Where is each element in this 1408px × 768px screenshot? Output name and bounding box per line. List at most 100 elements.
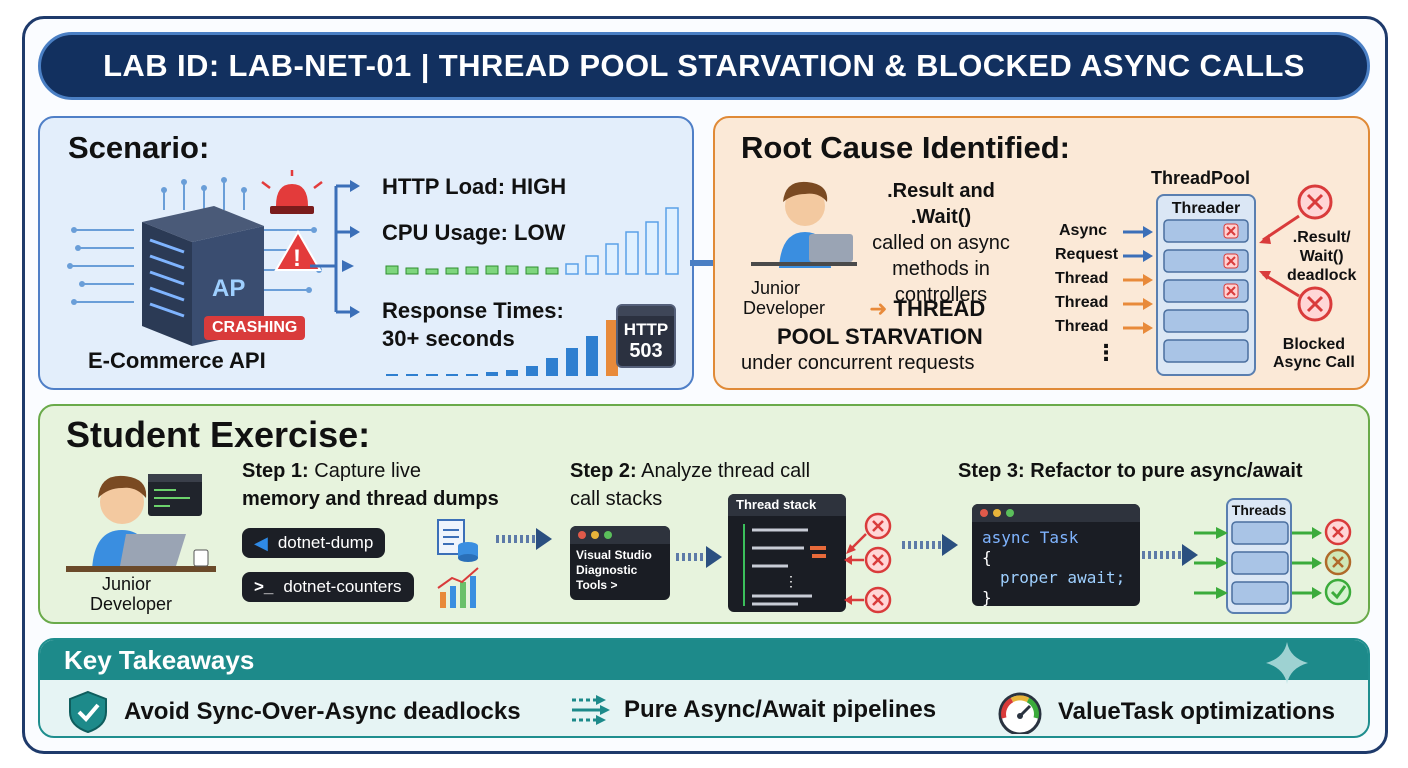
- step1-line2: memory and thread dumps: [242, 488, 499, 510]
- warning-triangle-icon: !: [274, 230, 322, 272]
- takeaways-heading: Key Takeaways: [40, 640, 1368, 680]
- takeaway-text-1: Avoid Sync-Over-Async deadlocks: [124, 698, 521, 725]
- svg-text:⋮: ⋮: [784, 573, 798, 589]
- thread-ok-icon: [1324, 578, 1352, 606]
- lab-title-bar: LAB ID: LAB-NET-01 | THREAD POOL STARVAT…: [38, 32, 1370, 100]
- threadpool-slots: [1163, 219, 1249, 363]
- student-developer-icon: [66, 474, 216, 572]
- desc-line-1: .Result and .Wait(): [887, 180, 995, 228]
- api-label: AP: [212, 275, 245, 302]
- desc-line-2: called on async: [872, 232, 1010, 254]
- dotnet-dump-button[interactable]: ◀ dotnet-dump: [242, 528, 386, 558]
- pipeline-arrows-icon: [572, 695, 610, 725]
- orange-arrow-icon: ➜: [869, 296, 894, 321]
- deadlock-x-circle-icon: [1297, 184, 1333, 220]
- thread-warn-icon: [1324, 548, 1352, 576]
- deadlock-line-3: deadlock: [1287, 267, 1357, 284]
- takeaways-body: Avoid Sync-Over-Async deadlocks Pure Asy…: [40, 680, 1368, 736]
- stack-block-indicators: [844, 512, 892, 614]
- sparkle-icon: [1266, 642, 1308, 684]
- branch-connector: [310, 180, 360, 318]
- shield-check-icon: [69, 690, 107, 734]
- vs-line-2: Diagnostic: [576, 563, 638, 577]
- desc-line-4: controllers: [894, 284, 988, 306]
- code-line-2: {: [982, 548, 992, 567]
- takeaway-item-pipelines: Pure Async/Await pipelines: [570, 690, 936, 730]
- dump-files-icon: [437, 519, 479, 608]
- metric-response-value: 30+ seconds: [382, 326, 515, 351]
- left-label-thread-3: Thread: [1055, 318, 1109, 335]
- thread-stack-lines: ⋮: [743, 524, 826, 606]
- metric-response-times: Response Times:: [382, 298, 564, 323]
- step1-arrow-icon: [496, 528, 552, 550]
- dotnet-dump-label: dotnet-dump: [277, 533, 374, 552]
- left-label-thread-2: Thread: [1055, 294, 1109, 311]
- vscode-icon: ◀: [254, 532, 268, 553]
- siren-icon: [261, 170, 323, 214]
- step3-text: Refactor to pure async/await: [1030, 460, 1303, 482]
- takeaway-item-deadlocks: Avoid Sync-Over-Async deadlocks: [66, 690, 521, 734]
- pool-starvation-label: POOL STARVATION: [777, 324, 983, 349]
- takeaway-text-2: Pure Async/Await pipelines: [624, 696, 937, 723]
- vs-line-1: Visual Studio: [576, 548, 652, 562]
- root-cause-panel: Root Cause Identified: Junior Developer …: [713, 116, 1370, 390]
- visual-studio-window[interactable]: Visual Studio Diagnostic Tools >: [570, 526, 670, 600]
- left-label-request: Request: [1055, 246, 1119, 263]
- step2-line2: call stacks: [570, 488, 663, 510]
- thread-line: ➜ THREAD: [869, 296, 985, 322]
- code-line-4: }: [982, 588, 992, 606]
- blocked-x-circle-icon: [1297, 286, 1333, 322]
- circuit-lines-icon: [70, 180, 319, 303]
- deadlock-line-1: .Result/: [1292, 229, 1351, 246]
- root-cause-heading: Root Cause Identified:: [741, 130, 1070, 165]
- takeaway-item-valuetask: ValueTask optimizations: [996, 690, 1335, 734]
- dotnet-counters-button[interactable]: >_ dotnet-counters: [242, 572, 414, 602]
- api-caption: E-Commerce API: [88, 348, 266, 373]
- metric-http-load: HTTP Load: HIGH: [382, 174, 567, 199]
- terminal-prompt-icon: >_: [254, 577, 274, 596]
- step4-arrow-icon: [1142, 544, 1198, 566]
- thread-stack-title: Thread stack: [728, 494, 846, 516]
- root-cause-description: .Result and .Wait() called on async meth…: [855, 178, 1027, 308]
- blocked-line-1: Blocked: [1282, 336, 1346, 353]
- root-dev-line2: Developer: [743, 298, 826, 318]
- blocked-x-icon: [1223, 223, 1239, 299]
- growth-chart-icon: [437, 567, 479, 608]
- desc-line-3: methods in: [892, 258, 990, 280]
- developer-avatar-icon: [751, 181, 857, 268]
- vs-line-3: Tools >: [576, 578, 618, 592]
- thread-label: THREAD: [893, 296, 986, 321]
- http-code: 503: [629, 340, 663, 362]
- threads-title: Threads: [1231, 502, 1287, 518]
- step1-text: Capture live: [314, 460, 421, 482]
- blocked-line-2: Async Call: [1273, 354, 1355, 371]
- left-label-thread-1: Thread: [1055, 270, 1109, 287]
- dotnet-counters-label: dotnet-counters: [283, 577, 402, 596]
- more-dots: ⋮: [1095, 340, 1117, 365]
- step3-arrow-icon: [902, 534, 958, 556]
- key-takeaways-panel: Key Takeaways Avoid Sync-Over-Async dead…: [38, 638, 1370, 738]
- metric-cpu-usage: CPU Usage: LOW: [382, 220, 566, 245]
- code-line-3: proper await;: [1000, 568, 1126, 587]
- threadpool-title: ThreadPool: [1151, 168, 1251, 188]
- scenario-heading: Scenario:: [68, 130, 210, 165]
- student-exercise-panel: Student Exercise: Junior Developer Step …: [38, 404, 1370, 624]
- exercise-dev-line2: Developer: [90, 594, 173, 614]
- code-line-1: async Task: [982, 528, 1079, 547]
- step3-label: Step 3:: [958, 460, 1025, 482]
- code-editor-window[interactable]: async Task { proper await; }: [972, 504, 1140, 606]
- step2-arrow-icon: [676, 546, 722, 568]
- threader-label: Threader: [1171, 200, 1241, 217]
- deadlock-indicators: [1259, 184, 1333, 322]
- svg-text:!: !: [293, 245, 301, 272]
- deadlock-line-2: Wait(): [1299, 248, 1344, 265]
- left-arrows: [1123, 226, 1153, 334]
- http-label: HTTP: [623, 320, 669, 339]
- speedometer-icon: [998, 692, 1042, 734]
- metric-bars: [385, 207, 679, 376]
- scenario-panel: Scenario: AP: [38, 116, 694, 390]
- root-dev-line1: Junior: [751, 278, 801, 298]
- concurrent-requests-label: under concurrent requests: [741, 352, 975, 374]
- thread-stack-window[interactable]: Thread stack ⋮: [728, 494, 846, 612]
- step3-line: Step 3: Refactor to pure async/await: [958, 460, 1303, 483]
